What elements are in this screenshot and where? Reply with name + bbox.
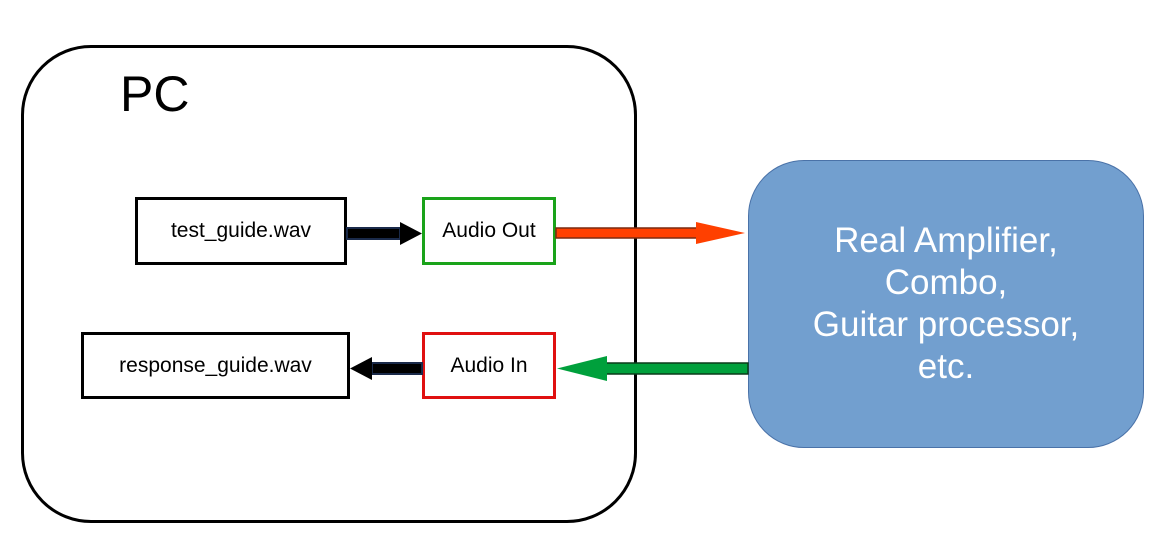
test-guide-file-box: test_guide.wav [135, 197, 347, 265]
in-to-response-arrow [350, 357, 423, 380]
device-line-3: Guitar processor, [812, 305, 1080, 344]
out-signal-arrow-shaft [555, 227, 699, 239]
in-signal-arrow-shaft [604, 362, 749, 375]
audio-out-box: Audio Out [422, 197, 556, 265]
external-device-box: Real Amplifier, Combo, Guitar processor,… [748, 160, 1144, 448]
device-line-4: etc. [917, 347, 975, 386]
audio-in-box: Audio In [422, 332, 556, 399]
in-to-response-arrow-head [350, 357, 372, 380]
out-signal-arrow-head [696, 222, 745, 244]
device-line-1: Real Amplifier, [834, 221, 1058, 260]
test-to-out-arrow [346, 222, 422, 245]
pc-label: PC [120, 66, 190, 122]
test-to-out-arrow-shaft [346, 227, 401, 240]
out-signal-arrow [555, 222, 745, 244]
device-line-2: Combo, [884, 263, 1008, 302]
response-guide-file-box: response_guide.wav [81, 332, 350, 399]
in-to-response-arrow-shaft [371, 362, 423, 375]
pc-container [21, 45, 637, 523]
in-signal-arrow [557, 356, 749, 381]
in-signal-arrow-head [557, 356, 607, 381]
test-to-out-arrow-head [400, 222, 422, 245]
